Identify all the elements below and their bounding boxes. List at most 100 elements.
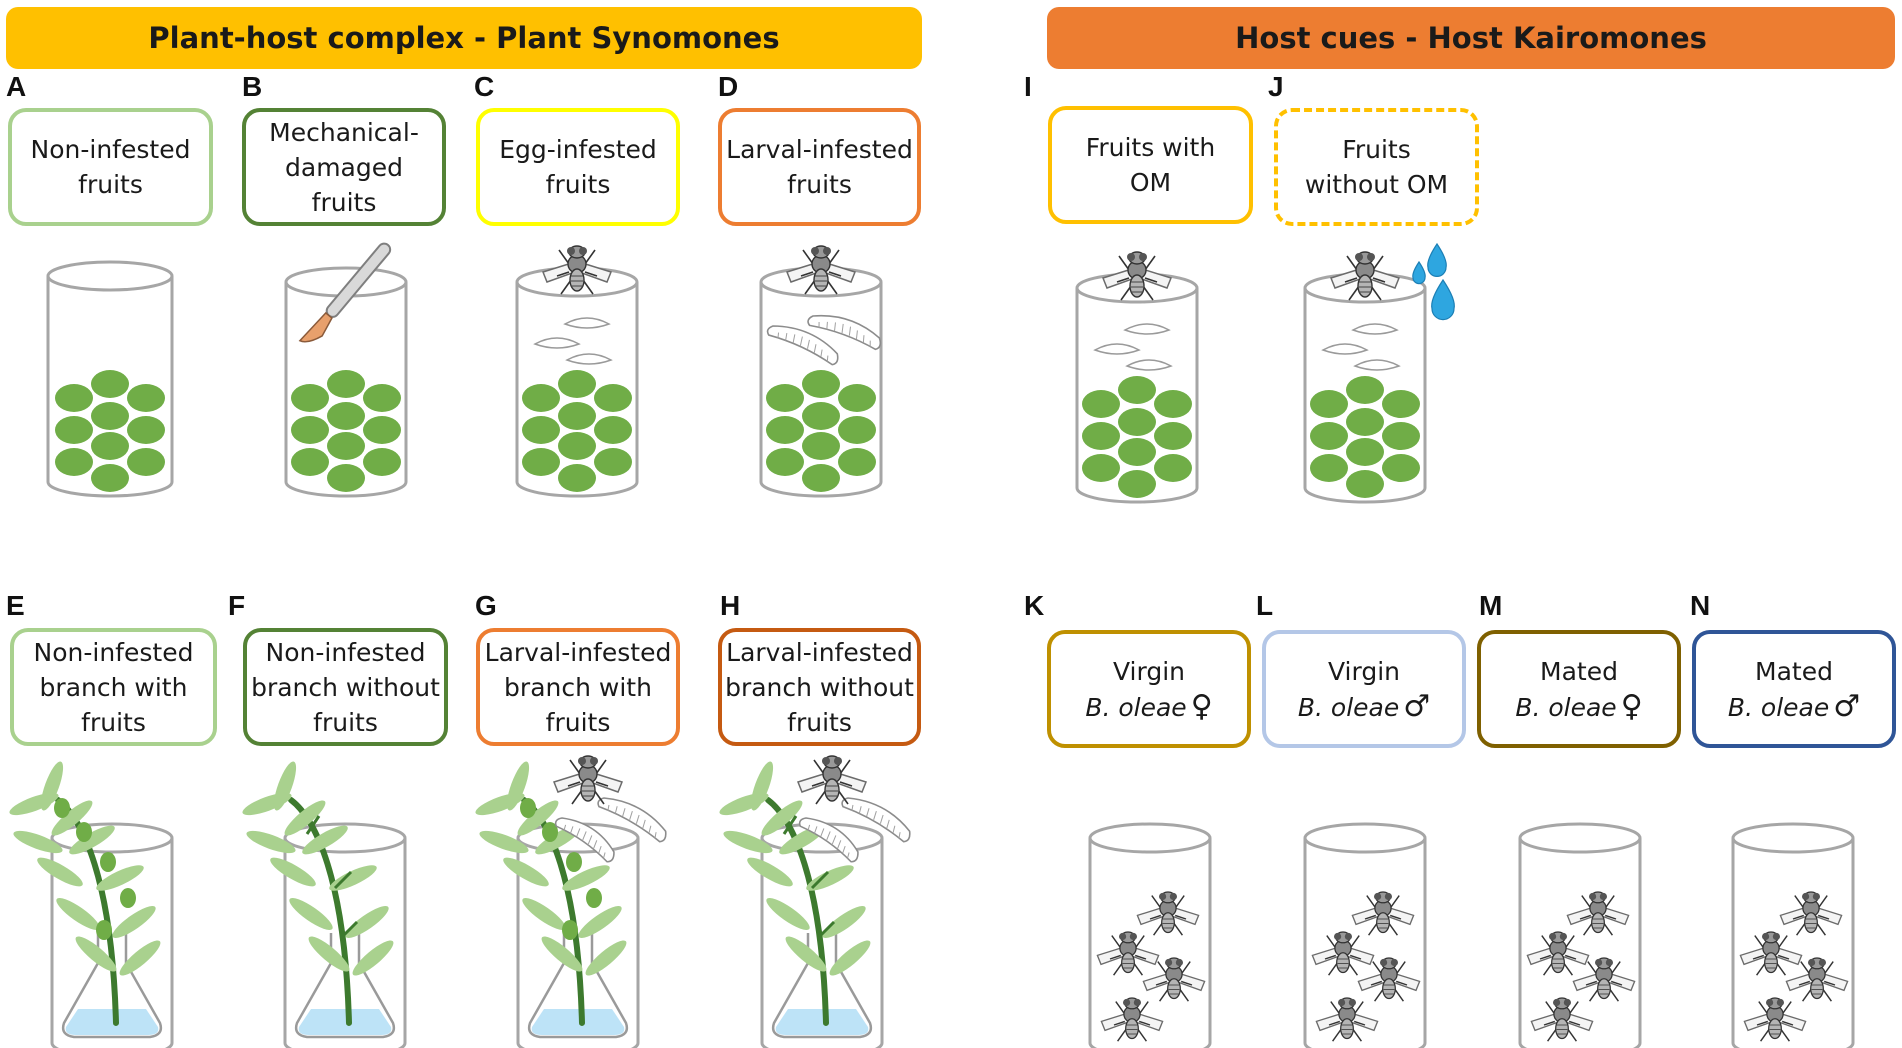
olive-fruits-i	[1082, 376, 1192, 498]
illustration-h	[719, 755, 911, 1048]
illustration-e	[9, 761, 174, 1048]
panel-text-line: fruits	[545, 707, 611, 737]
eggs-i	[1093, 323, 1173, 371]
fly-icon	[1739, 931, 1803, 976]
eggs-j	[1321, 323, 1401, 371]
eggs-c	[533, 317, 613, 365]
fly-icon	[1357, 957, 1421, 1002]
species-line: B. oleae♂	[1728, 689, 1860, 725]
fly-icon	[1743, 997, 1807, 1042]
panel-label-b: B	[242, 71, 263, 102]
fly-icon	[1526, 931, 1590, 976]
species-name: B. oleae	[1297, 692, 1400, 722]
panel-text-line: fruits	[313, 707, 378, 737]
panel-label-e: E	[6, 590, 25, 621]
panel-text-line: Non-infested	[30, 135, 191, 164]
fly-icon	[1785, 957, 1849, 1002]
illustration-i	[1075, 251, 1199, 504]
larva-icon	[807, 314, 882, 351]
larva-icon	[554, 817, 615, 863]
species-name: B. oleae	[1727, 692, 1830, 722]
fly-icon	[786, 245, 856, 295]
header-plant-host-complex: Plant-host complex - Plant Synomones	[6, 7, 922, 69]
panel-text-line: without OM	[1304, 170, 1449, 199]
panel-box-l: Virgin B. oleae♂	[1262, 630, 1466, 748]
panel-label-c: C	[474, 71, 495, 102]
species-line: B. oleae♀	[1515, 689, 1642, 725]
panel-box-c: Egg-infested fruits	[476, 108, 680, 226]
illustration-k	[1088, 822, 1212, 1048]
olive-fruits-j	[1310, 376, 1420, 498]
illustration-d	[759, 245, 883, 498]
jar-k	[1088, 822, 1212, 1048]
illustration-a	[46, 260, 174, 498]
panel-text-line: Virgin	[1328, 656, 1400, 686]
fly-icon	[797, 755, 867, 805]
olive-fruits-b	[291, 370, 401, 492]
fly-icon	[1330, 251, 1400, 301]
male-symbol-icon: ♂	[1403, 688, 1431, 724]
panel-text-line: branch without	[725, 672, 914, 702]
larva-icon	[841, 797, 911, 843]
species-line: B. oleae♀	[1085, 689, 1212, 725]
olive-fruits-d	[766, 370, 876, 492]
fly-icon	[1100, 997, 1164, 1042]
panel-text-line: fruits	[311, 187, 377, 217]
fly-icon	[1530, 997, 1594, 1042]
panel-label-f: F	[228, 590, 246, 621]
panel-text-line: fruits	[81, 707, 146, 737]
illustration-l	[1303, 822, 1427, 1048]
panel-text-line: OM	[1129, 168, 1172, 197]
olive-branch-e	[9, 761, 163, 1039]
panel-text-line: branch without	[251, 672, 440, 702]
jar-m	[1518, 822, 1642, 1048]
jar-n	[1731, 822, 1855, 1048]
panel-text-line: Virgin	[1113, 656, 1185, 686]
panel-text-line: fruits	[545, 170, 611, 199]
illustration-j	[1303, 242, 1455, 504]
fly-icon	[1136, 891, 1200, 936]
panel-label-i: I	[1024, 71, 1032, 102]
fly-icon	[553, 755, 623, 805]
panel-label-a: A	[6, 71, 27, 102]
fly-icon	[1351, 891, 1415, 936]
panel-label-j: J	[1268, 71, 1284, 102]
olive-branch-f	[242, 761, 396, 1039]
olive-branch-h	[719, 761, 873, 1039]
illustration-f	[242, 761, 407, 1048]
larva-icon	[597, 797, 667, 843]
larva-icon	[798, 817, 859, 863]
panel-text-line: Larval-infested	[484, 637, 672, 667]
panel-text-line: Larval-infested	[726, 135, 913, 164]
fly-icon	[542, 245, 612, 295]
olive-fruits-a	[55, 370, 165, 492]
panel-text-line: fruits	[78, 170, 143, 199]
panel-box-a: Non-infested fruits	[8, 108, 213, 226]
panel-label-h: H	[720, 590, 741, 621]
panel-text-line: Mated	[1755, 656, 1833, 686]
fly-icon	[1102, 251, 1172, 301]
larva-icon	[766, 325, 839, 366]
species-name: B. oleae	[1515, 692, 1617, 722]
panel-text-line: branch with	[39, 672, 188, 702]
male-symbol-icon: ♂	[1833, 688, 1861, 724]
panel-text-line: branch with	[504, 672, 652, 702]
droplet-icon	[1431, 278, 1455, 321]
fly-icon	[1315, 997, 1379, 1042]
panel-text-line: Egg-infested	[499, 135, 657, 164]
panel-text-line: Non-infested	[33, 637, 194, 667]
illustration-g	[475, 755, 667, 1048]
panel-label-g: G	[475, 590, 497, 621]
panel-text-line: Fruits with	[1085, 133, 1216, 162]
fly-icon	[1779, 891, 1843, 936]
panel-label-n: N	[1690, 590, 1711, 621]
panel-label-m: M	[1479, 590, 1503, 621]
